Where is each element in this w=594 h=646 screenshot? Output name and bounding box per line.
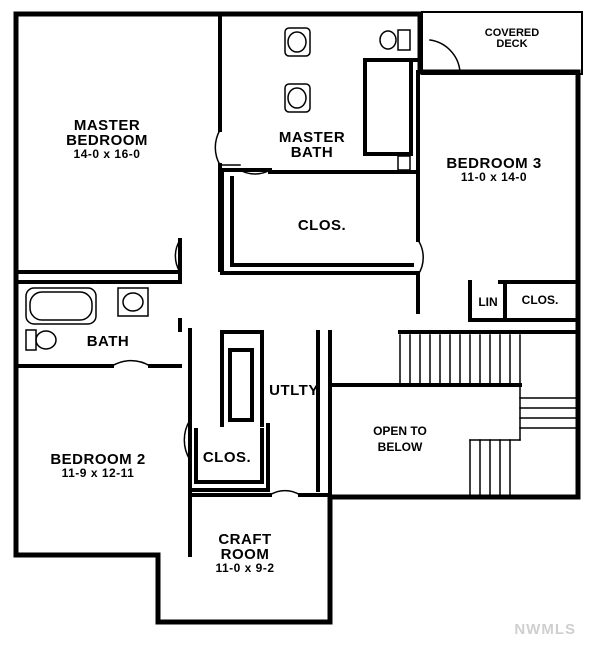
utility-name: UTLTY bbox=[269, 382, 319, 399]
bedroom2-label: BEDROOM 2 11-9 x 12-11 bbox=[28, 452, 168, 479]
covered-deck-name-line1: COVERED bbox=[484, 27, 540, 39]
linen-name: LIN bbox=[478, 295, 498, 309]
bedroom3-name: BEDROOM 3 bbox=[446, 155, 542, 172]
door-swings bbox=[110, 39, 461, 497]
fixtures bbox=[25, 27, 411, 351]
bedroom2-name: BEDROOM 2 bbox=[50, 451, 146, 468]
utility-label: UTLTY bbox=[256, 383, 332, 398]
craft-room-name-line2: ROOM bbox=[220, 546, 270, 563]
master-closet-label: CLOS. bbox=[282, 218, 362, 233]
linen-label: LIN bbox=[472, 296, 504, 308]
bedroom3-closet-label: CLOS. bbox=[506, 294, 574, 306]
bedroom3-dims: 11-0 x 14-0 bbox=[460, 170, 528, 184]
craft-room-label: CRAFT ROOM 11-0 x 9-2 bbox=[190, 532, 300, 574]
bedroom2-dims: 11-9 x 12-11 bbox=[61, 466, 135, 480]
bedroom3-closet-name: CLOS. bbox=[521, 293, 559, 307]
covered-deck-outline bbox=[421, 11, 583, 75]
covered-deck-label: COVERED DECK bbox=[462, 28, 562, 50]
open-to-below-label: OPEN TO BELOW bbox=[360, 425, 440, 453]
bath-name: BATH bbox=[86, 333, 130, 350]
bedroom2-closet-name: CLOS. bbox=[202, 449, 252, 466]
master-bath-label: MASTER BATH bbox=[262, 130, 362, 160]
interior-walls bbox=[14, 12, 580, 557]
master-closet-name: CLOS. bbox=[297, 217, 347, 234]
master-bedroom-label: MASTER BEDROOM 14-0 x 16-0 bbox=[62, 118, 152, 160]
covered-deck-name-line2: DECK bbox=[496, 38, 528, 50]
open-to-below-line2: BELOW bbox=[377, 440, 423, 454]
nwmls-watermark: NWMLS bbox=[514, 621, 576, 638]
bedroom3-label: BEDROOM 3 11-0 x 14-0 bbox=[424, 156, 564, 183]
master-bath-name-line1: MASTER bbox=[278, 129, 346, 146]
exterior-walls bbox=[13, 11, 581, 625]
bath-label: BATH bbox=[76, 334, 140, 349]
master-bath-name-line2: BATH bbox=[290, 144, 334, 161]
craft-room-dims: 11-0 x 9-2 bbox=[215, 561, 275, 575]
stairs bbox=[399, 334, 577, 496]
open-to-below-line1: OPEN TO bbox=[373, 424, 427, 438]
craft-room-name-line1: CRAFT bbox=[218, 531, 272, 548]
master-bedroom-name-line2: BEDROOM bbox=[66, 132, 148, 149]
master-bedroom-name-line1: MASTER bbox=[73, 117, 141, 134]
bedroom2-closet-label: CLOS. bbox=[192, 450, 262, 465]
master-bedroom-dims: 14-0 x 16-0 bbox=[73, 147, 141, 161]
